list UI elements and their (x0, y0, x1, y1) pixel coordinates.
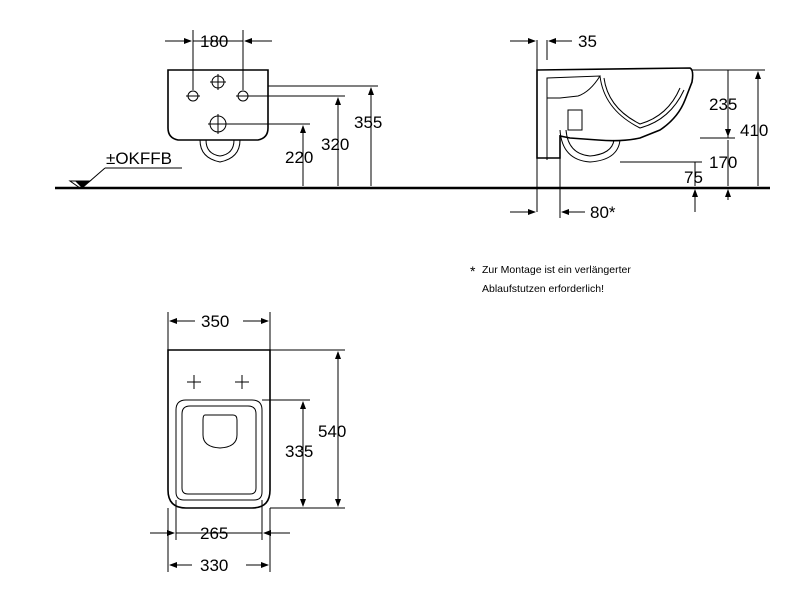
dim-180: 180 (200, 32, 228, 51)
dim-540: 540 (318, 422, 346, 441)
dim-170: 170 (709, 153, 737, 172)
dim-80: 80* (590, 203, 616, 222)
dim-265: 265 (200, 524, 228, 543)
footnote-line1: Zur Montage ist ein verlängerter (482, 264, 631, 276)
dim-355: 355 (354, 113, 382, 132)
footnote: * Zur Montage ist ein verlängerter Ablau… (470, 263, 631, 295)
dim-35: 35 (578, 32, 597, 51)
okffb-label: ±OKFFB (106, 149, 172, 168)
dim-350: 350 (201, 312, 229, 331)
dim-320: 320 (321, 135, 349, 154)
side-view: 35 80* 235 410 170 75 (510, 32, 768, 222)
dim-235: 235 (709, 95, 737, 114)
dim-75: 75 (684, 168, 703, 187)
footnote-star: * (470, 263, 476, 279)
footnote-line2: Ablaufstutzen erforderlich! (482, 283, 604, 295)
top-view: 350 540 335 265 330 (150, 312, 346, 575)
dim-335: 335 (285, 442, 313, 461)
front-view: 180 220 320 355 ±OKFFB (68, 30, 382, 189)
dim-410: 410 (740, 121, 768, 140)
dim-220: 220 (285, 148, 313, 167)
dim-330: 330 (200, 556, 228, 575)
